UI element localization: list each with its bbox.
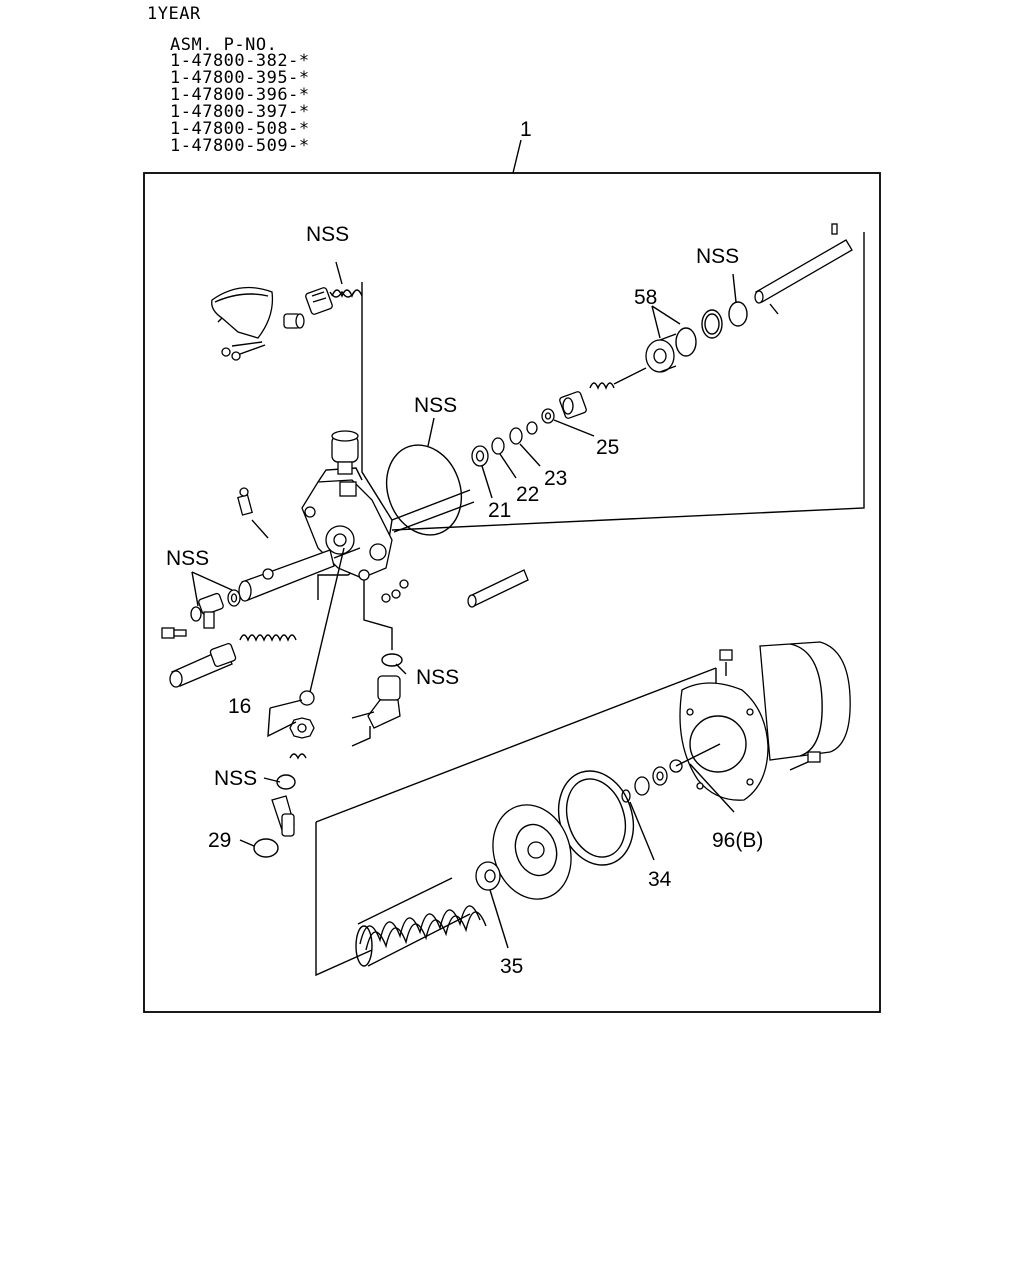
- front-shell-flange: [679, 682, 769, 801]
- callout-nss: NSS: [696, 245, 739, 268]
- part-number: 1-47800-397-*: [170, 102, 310, 122]
- callout-part-96b: 96(B): [712, 829, 763, 852]
- washer-lower-left: [190, 606, 202, 622]
- banjo-fitting: [198, 592, 224, 629]
- large-o-ring: [385, 417, 463, 536]
- seal-23: [509, 427, 523, 445]
- callout-nss: NSS: [166, 547, 209, 570]
- callout-part-25: 25: [596, 436, 619, 459]
- bolt-left: [161, 627, 187, 639]
- callout-nss: NSS: [306, 223, 349, 246]
- warranty-label: 1YEAR: [147, 4, 201, 24]
- washer-small: [526, 421, 538, 435]
- main-return-spring: [355, 877, 487, 967]
- snap-ring-right: [728, 273, 748, 327]
- mounting-nuts: [381, 579, 409, 603]
- seal-21: [471, 445, 489, 467]
- part-number: 1-47800-395-*: [170, 68, 310, 88]
- part-number: 1-47800-382-*: [170, 51, 310, 71]
- piston-sleeve: [559, 391, 587, 419]
- callout-part-23: 23: [544, 467, 567, 490]
- retainer-35: [475, 861, 501, 891]
- callout-part-58: 58: [634, 286, 657, 309]
- o-ring-nss-lower: [276, 774, 296, 790]
- piston-rod-assembly: [238, 547, 361, 602]
- callout-part-21: 21: [488, 499, 511, 522]
- assembly-part-number-title: ASM. P-NO.: [170, 35, 278, 55]
- callout-part-16: 16: [228, 695, 251, 718]
- coil-spring-small: [329, 289, 363, 298]
- callout-nss: NSS: [416, 666, 459, 689]
- nut-96b: [652, 759, 683, 786]
- elbow-fitting: [351, 653, 403, 747]
- shell-bolt-side: [789, 751, 821, 771]
- washer-right: [701, 309, 723, 339]
- reservoir-cap: [331, 430, 359, 497]
- return-spring: [239, 634, 297, 642]
- part-number: 1-47800-396-*: [170, 85, 310, 105]
- spring-mid: [589, 367, 647, 390]
- seal-22: [491, 437, 505, 455]
- clip-29: [253, 838, 279, 858]
- callout-part-34: 34: [648, 868, 672, 891]
- sleeve: [305, 287, 333, 315]
- seal-25: [541, 408, 555, 424]
- check-valve-16: [289, 690, 315, 760]
- shell-bolt-top: [719, 649, 733, 676]
- callout-part-35: 35: [500, 955, 523, 978]
- part-number: 1-47800-508-*: [170, 119, 310, 139]
- callout-part-29: 29: [208, 829, 231, 852]
- diaphragm-plate: [492, 804, 572, 900]
- callout-part-22: 22: [516, 483, 539, 506]
- bracket-assembly: [211, 286, 274, 361]
- guide-pin: [467, 569, 529, 608]
- booster-shell: [759, 641, 851, 761]
- push-rod: [169, 642, 237, 688]
- long-shaft: [754, 223, 853, 315]
- o-ring-58: [675, 327, 697, 357]
- washer-left: [227, 589, 241, 607]
- union-fitting: [271, 795, 295, 837]
- seal-piston-58: [645, 333, 677, 373]
- callout-nss: NSS: [214, 767, 257, 790]
- assembly-frame: [143, 172, 881, 1013]
- part-number: 1-47800-509-*: [170, 136, 310, 156]
- bleeder-screw: [237, 487, 269, 539]
- bushing: [283, 313, 305, 329]
- callout-nss: NSS: [414, 394, 457, 417]
- callout-assembly: 1: [520, 118, 532, 141]
